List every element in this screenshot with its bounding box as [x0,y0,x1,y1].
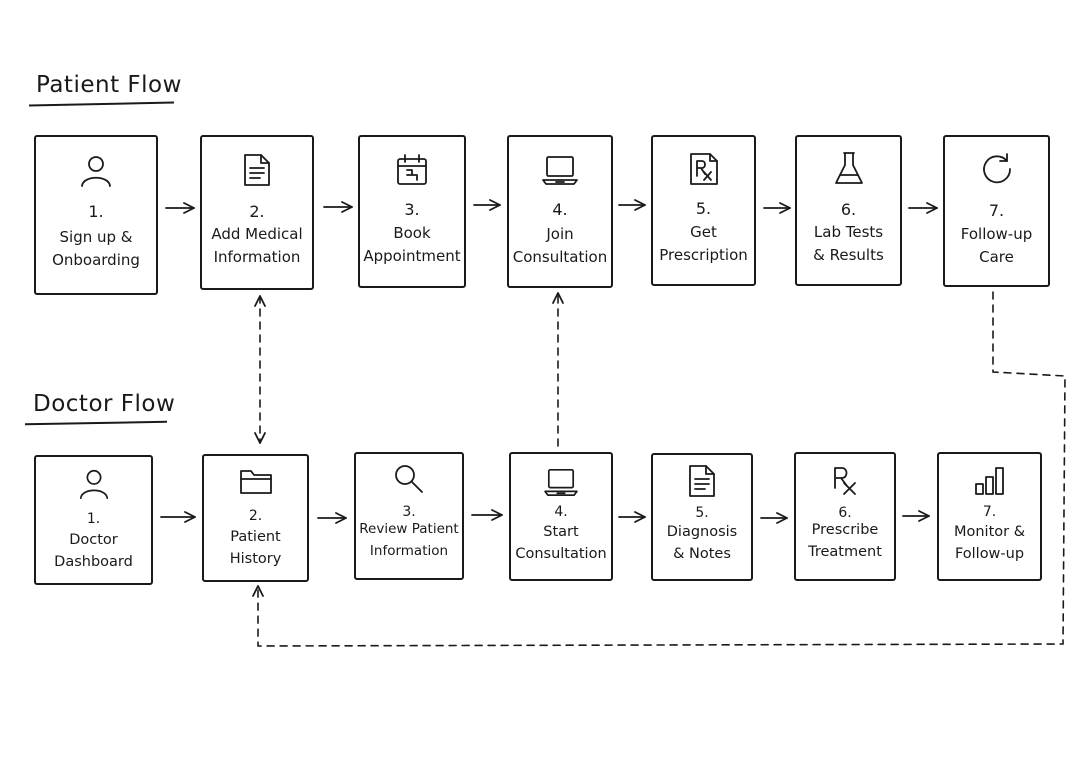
step-label: Follow-up Care [960,225,1033,266]
step-number: 1. [86,511,101,527]
rx-icon [796,464,894,496]
person-icon [36,153,156,189]
step-label: Start Consultation [515,524,607,562]
step-number: 7. [988,201,1005,220]
step-number: 2. [249,202,265,221]
laptop-icon [509,154,611,186]
step-number: 4. [554,504,568,520]
step-label: Patient History [229,529,282,567]
calendar-icon [360,153,464,187]
patient-step-get-prescription: 5. Get Prescription [651,135,756,286]
doctor-step-patient-history: 2. Patient History [202,454,309,582]
step-number: 5. [695,199,712,218]
notes-icon [653,464,751,498]
doctor-step-prescribe-treatment: 6. Prescribe Treatment [794,452,896,581]
step-label: Review Patient Information [359,521,459,559]
patient-step-lab-tests: 6. Lab Tests & Results [795,135,902,286]
dashed-loop-followup-history [252,291,1066,647]
prescription-icon [653,152,754,186]
step-label: Sign up & Onboarding [52,228,140,269]
bar-chart-icon [939,464,1040,496]
step-label: Add Medical Information [211,225,303,266]
step-number: 7. [982,504,997,520]
step-label: Doctor Dashboard [54,532,133,570]
magnifier-icon [356,463,462,495]
patient-step-medical-info: 2. Add Medical Information [200,135,314,290]
laptop-icon [511,467,611,497]
patient-step-follow-up-care: 7. Follow-up Care [943,135,1050,287]
doctor-step-dashboard: 1. Doctor Dashboard [34,455,153,585]
step-label: Get Prescription [659,223,748,264]
patient-step-signup: 1. Sign up & Onboarding [34,135,158,295]
step-label: Book Appointment [363,224,461,265]
step-number: 3. [402,504,416,520]
step-label: Diagnosis & Notes [666,524,738,562]
patient-step-book-appointment: 3. Book Appointment [358,135,466,288]
step-number: 1. [88,202,104,221]
step-number: 5. [695,505,709,521]
step-number: 3. [404,200,420,219]
document-icon [202,153,312,187]
step-number: 2. [248,508,263,524]
flask-icon [797,151,900,187]
doctor-flow-title: Doctor Flow [33,391,176,417]
step-number: 6. [838,505,852,521]
doctor-step-monitor-follow-up: 7. Monitor & Follow-up [937,452,1042,581]
refresh-icon [945,152,1048,186]
step-label: Prescribe Treatment [808,522,882,560]
doctor-step-review-info: 3. Review Patient Information [354,452,464,580]
step-label: Monitor & Follow-up [953,524,1026,562]
person-icon [36,467,151,501]
folder-icon [204,466,307,496]
doctor-step-diagnosis-notes: 5. Diagnosis & Notes [651,453,753,581]
step-label: Lab Tests & Results [813,223,884,264]
step-label: Join Consultation [512,225,608,266]
doctor-step-start-consultation: 4. Start Consultation [509,452,613,581]
patient-flow-title: Patient Flow [36,72,182,98]
patient-step-join-consultation: 4. Join Consultation [507,135,613,288]
step-number: 4. [552,200,568,219]
step-number: 6. [840,200,857,219]
